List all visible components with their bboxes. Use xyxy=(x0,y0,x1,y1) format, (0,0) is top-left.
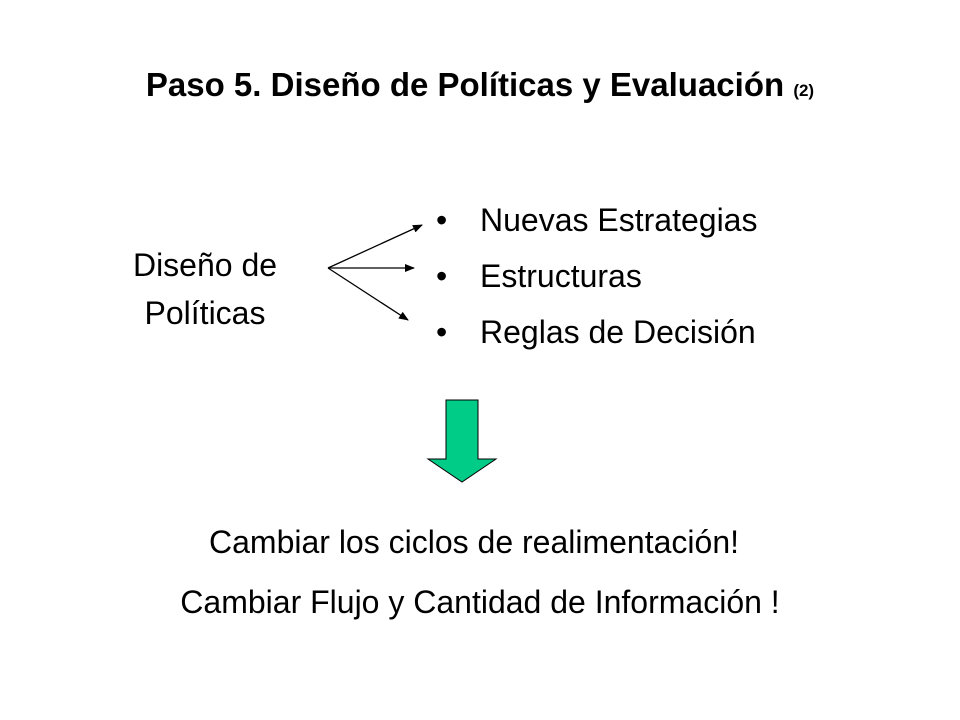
bullet-list: • Nuevas Estrategias • Estructuras • Reg… xyxy=(436,196,757,364)
conclusion-line-2: Cambiar Flujo y Cantidad de Información … xyxy=(180,584,780,620)
bullet-text: Nuevas Estrategias xyxy=(480,202,758,238)
policy-design-label-line1: Diseño de xyxy=(132,247,278,283)
slide-title-suffix: (2) xyxy=(793,81,815,100)
bullet-dot-icon: • xyxy=(436,314,448,350)
bullet-dot-icon: • xyxy=(436,258,448,294)
bullet-item: • Estructuras xyxy=(436,252,757,308)
bullet-text: Estructuras xyxy=(480,258,642,294)
bullet-item: • Nuevas Estrategias xyxy=(436,196,757,252)
slide-title: Paso 5. Diseño de Políticas y Evaluación… xyxy=(0,66,960,104)
slide-title-text: Paso 5. Diseño de Políticas y Evaluación xyxy=(145,66,785,103)
branch-arrow-bottom xyxy=(327,267,409,321)
conclusion-line-1: Cambiar los ciclos de realimentación! xyxy=(209,524,739,560)
bullet-item: • Reglas de Decisión xyxy=(436,308,757,364)
bullet-text: Reglas de Decisión xyxy=(480,314,756,350)
down-arrow-icon xyxy=(426,399,498,483)
branch-arrow-top xyxy=(327,224,423,269)
policy-design-label: Diseño de Políticas xyxy=(90,241,320,337)
bullet-dot-icon: • xyxy=(436,202,448,238)
policy-design-label-line2: Políticas xyxy=(144,295,266,331)
